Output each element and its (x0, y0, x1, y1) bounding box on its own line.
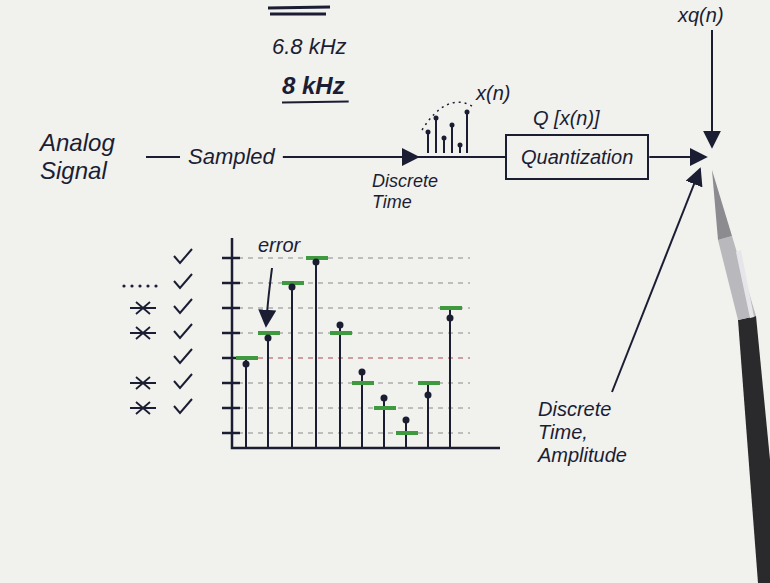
sample-value (447, 315, 454, 322)
stage-label: Sampled (188, 144, 275, 169)
sample-stick (427, 132, 429, 153)
signal-line (146, 156, 180, 158)
check-mark (174, 299, 192, 313)
ellipsis-dot (122, 284, 125, 287)
sample-dot (465, 110, 470, 115)
level-grid (238, 433, 470, 434)
quantized-level (440, 306, 462, 310)
sample-stem (245, 358, 247, 448)
error-arrow (266, 268, 272, 326)
sample-stick (451, 125, 453, 153)
ellipsis-dot (146, 284, 149, 287)
check-mark (174, 274, 192, 288)
sample-dot (458, 143, 463, 148)
output-arrow (649, 156, 706, 158)
check-mark (174, 399, 192, 413)
cross-mark (130, 377, 156, 389)
cross-mark (130, 302, 156, 314)
sampling-rate: 8 kHz (282, 72, 345, 100)
quantized-level (258, 331, 280, 335)
sample-value (359, 369, 366, 376)
cross-mark (130, 327, 156, 339)
quantized-level (418, 381, 440, 385)
sample-dot (426, 130, 431, 135)
block-name: Quantization (505, 134, 649, 180)
underline (282, 102, 349, 103)
signal-line (418, 156, 505, 158)
sample-stem (315, 258, 317, 448)
frequency-note: 6.8 kHz (272, 34, 347, 59)
quantized-level (330, 331, 352, 335)
domain-note: Discrete Time (372, 171, 462, 212)
sample-dot (434, 116, 439, 121)
level-grid (238, 408, 470, 409)
quantizer-box: Q [x(n)] Quantization (505, 106, 649, 180)
pen-tip (712, 170, 732, 240)
quantized-level (236, 356, 258, 360)
pen-grip (718, 236, 756, 320)
check-mark (174, 249, 192, 263)
quantized-level (352, 381, 374, 385)
sample-value (265, 335, 272, 342)
signal-name: xq(n) (678, 4, 724, 27)
sample-stick (466, 112, 468, 153)
level-grid (238, 258, 470, 259)
error-note: error (258, 234, 300, 257)
pen-highlight (736, 250, 754, 318)
sample-stem (339, 325, 341, 448)
sample-value (403, 417, 410, 424)
sample-value (289, 284, 296, 291)
quantized-level (396, 431, 418, 435)
sample-stem (267, 333, 269, 448)
scribble (270, 13, 326, 16)
sample-stem (383, 398, 385, 448)
level-grid (238, 333, 470, 334)
cross-mark (130, 402, 156, 414)
level-grid (238, 383, 470, 384)
sample-value (425, 392, 432, 399)
sample-stick (435, 118, 437, 153)
ellipsis-dot (130, 284, 133, 287)
sample-stem (291, 283, 293, 448)
pen-body (738, 316, 770, 583)
sample-stem (449, 308, 451, 448)
sample-value (337, 322, 344, 329)
signal-name: x(n) (476, 82, 510, 105)
sample-value (313, 259, 320, 266)
level-grid (238, 308, 470, 309)
quantized-level (374, 406, 396, 410)
ellipsis-dot (138, 284, 141, 287)
envelope (422, 102, 472, 130)
level-grid (238, 358, 470, 359)
sample-value (381, 395, 388, 402)
output-pointer (711, 30, 713, 147)
block-output-name: Q [x(n)] (533, 106, 649, 130)
sample-dot (450, 123, 455, 128)
ellipsis-dot (154, 284, 157, 287)
sample-value (243, 361, 250, 368)
check-mark (174, 324, 192, 338)
scribble (268, 7, 330, 8)
check-mark (174, 374, 192, 388)
input-label: Analog Signal (40, 129, 140, 184)
sample-dot (442, 136, 447, 141)
level-grid (238, 283, 470, 284)
axes (232, 238, 500, 448)
check-mark (174, 349, 192, 363)
signal-arrow (283, 156, 418, 158)
domain-note: Discrete Time, Amplitude (538, 398, 650, 467)
leader-line (612, 169, 700, 392)
